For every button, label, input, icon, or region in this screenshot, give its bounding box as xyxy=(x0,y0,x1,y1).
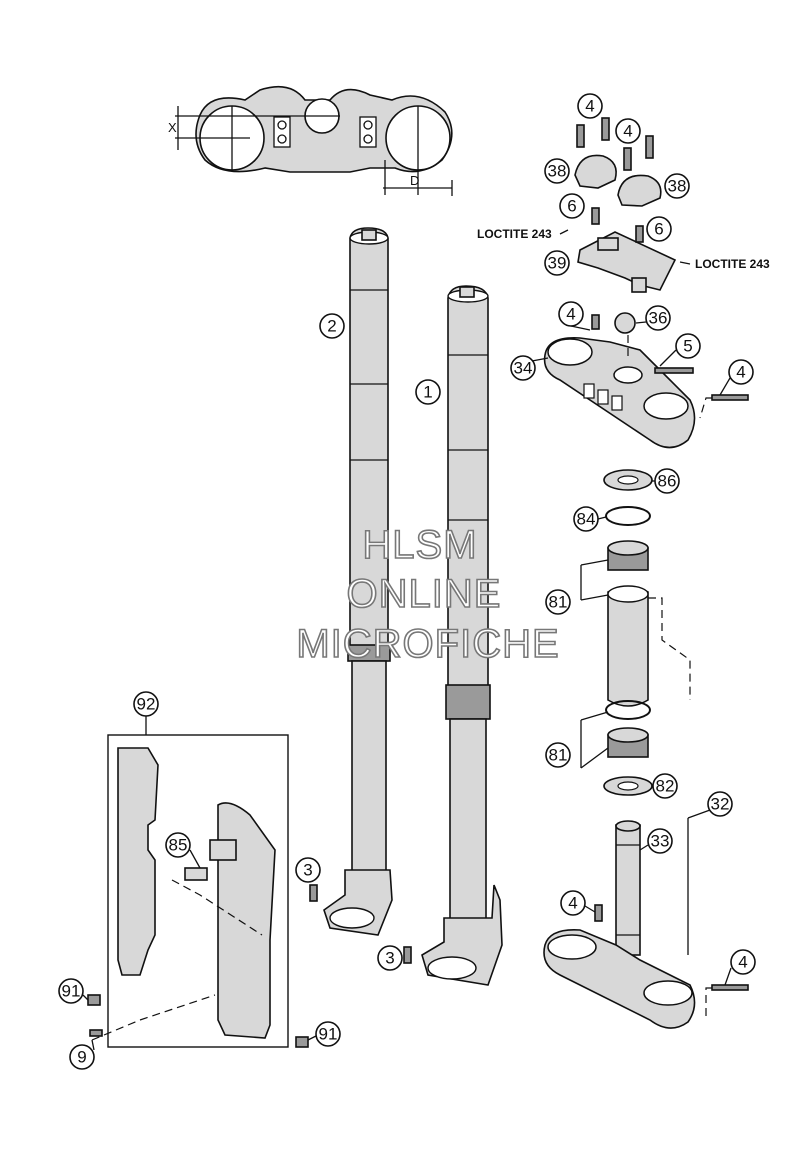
callout-9: 9 xyxy=(69,1044,95,1070)
callout-85: 85 xyxy=(165,832,191,858)
leader-lines xyxy=(82,321,732,1051)
svg-text:4: 4 xyxy=(585,97,594,116)
svg-text:38: 38 xyxy=(668,177,687,196)
callout-38-left: 38 xyxy=(544,158,570,184)
fork-leg-left xyxy=(323,227,393,936)
callout-91-right: 91 xyxy=(315,1021,341,1047)
svg-text:MICROFICHE: MICROFICHE xyxy=(296,622,559,666)
watermark: HLSM ONLINE MICROFICHE xyxy=(296,522,560,667)
svg-text:ONLINE: ONLINE xyxy=(347,572,502,616)
svg-text:HLSM: HLSM xyxy=(362,523,477,567)
svg-text:91: 91 xyxy=(62,982,81,1001)
svg-text:34: 34 xyxy=(514,359,533,378)
callout-4-b: 4 xyxy=(615,118,641,144)
upper-triple-clamp xyxy=(543,337,696,449)
svg-text:92: 92 xyxy=(137,695,156,714)
svg-text:1: 1 xyxy=(423,383,432,402)
callout-4-e: 4 xyxy=(560,890,586,916)
steering-bearings xyxy=(580,469,691,796)
svg-text:91: 91 xyxy=(319,1025,338,1044)
svg-text:4: 4 xyxy=(738,953,747,972)
callout-6-left: 6 xyxy=(559,193,585,219)
svg-text:86: 86 xyxy=(658,472,677,491)
handlebar-clamp-base xyxy=(577,231,677,293)
svg-text:39: 39 xyxy=(548,254,567,273)
svg-text:36: 36 xyxy=(649,309,668,328)
dimension-x-label: X xyxy=(168,120,177,135)
callout-92: 92 xyxy=(133,691,159,717)
callout-91-left: 91 xyxy=(58,978,84,1004)
svg-text:5: 5 xyxy=(683,337,692,356)
svg-text:81: 81 xyxy=(549,593,568,612)
callout-38-right: 38 xyxy=(664,173,690,199)
callout-33: 33 xyxy=(647,828,673,854)
callout-4-c: 4 xyxy=(558,301,584,327)
svg-text:4: 4 xyxy=(566,305,575,324)
clamp-bolts xyxy=(576,117,749,401)
svg-text:4: 4 xyxy=(623,122,632,141)
callout-81-top: 81 xyxy=(545,589,571,615)
svg-text:32: 32 xyxy=(711,795,730,814)
fork-protector-group xyxy=(87,734,309,1048)
svg-text:82: 82 xyxy=(656,777,675,796)
callout-36: 36 xyxy=(645,305,671,331)
dimension-d-label: D xyxy=(410,173,419,188)
callout-3-right: 3 xyxy=(377,945,403,971)
svg-text:9: 9 xyxy=(77,1048,86,1067)
lower-triple-clamp xyxy=(543,818,749,1029)
svg-text:33: 33 xyxy=(651,832,670,851)
handlebar-clamp-cap-right xyxy=(617,174,662,207)
callout-4-a: 4 xyxy=(577,93,603,119)
loctite-label-left: LOCTITE 243 xyxy=(477,227,552,241)
loctite-label-right: LOCTITE 243 xyxy=(695,257,770,271)
svg-text:6: 6 xyxy=(567,197,576,216)
callout-4-f: 4 xyxy=(730,949,756,975)
callout-84: 84 xyxy=(573,506,599,532)
handlebar-clamp-cap-left xyxy=(574,154,617,189)
callout-32: 32 xyxy=(707,791,733,817)
top-clamp-dimension-view: X D xyxy=(168,85,453,196)
svg-text:6: 6 xyxy=(654,220,663,239)
callout-86: 86 xyxy=(654,468,680,494)
callout-34: 34 xyxy=(510,355,536,381)
svg-text:38: 38 xyxy=(548,162,567,181)
svg-text:81: 81 xyxy=(549,746,568,765)
callout-81-bottom: 81 xyxy=(545,742,571,768)
callout-2: 2 xyxy=(319,313,345,339)
callout-5: 5 xyxy=(675,333,701,359)
callout-82: 82 xyxy=(652,773,678,799)
callout-6-right: 6 xyxy=(646,216,672,242)
fork-bolt-right xyxy=(403,946,412,964)
callout-4-d: 4 xyxy=(728,359,754,385)
svg-text:2: 2 xyxy=(327,317,336,336)
fork-leg-right xyxy=(421,285,503,986)
svg-text:4: 4 xyxy=(736,363,745,382)
svg-text:4: 4 xyxy=(568,894,577,913)
fork-bolt-left xyxy=(309,884,318,902)
svg-text:85: 85 xyxy=(169,836,188,855)
callout-1: 1 xyxy=(415,379,441,405)
svg-text:3: 3 xyxy=(385,949,394,968)
svg-text:84: 84 xyxy=(577,510,596,529)
callout-3-left: 3 xyxy=(295,857,321,883)
svg-text:3: 3 xyxy=(303,861,312,880)
callout-39: 39 xyxy=(544,250,570,276)
